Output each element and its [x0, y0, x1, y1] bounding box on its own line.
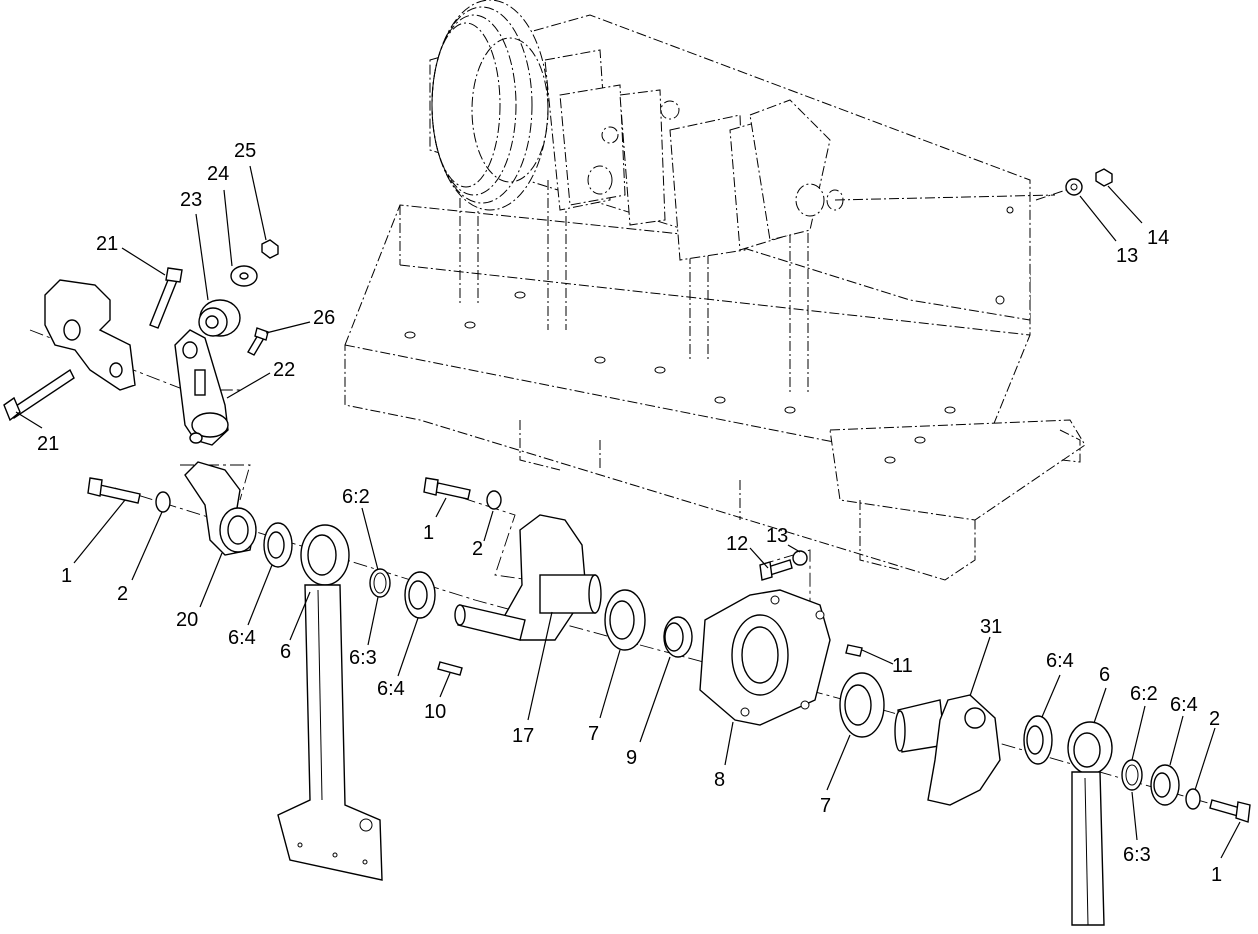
bolt-21-lower [3, 368, 75, 422]
snap-ring-left [369, 568, 391, 598]
callout-6-right: 6 [1099, 664, 1110, 686]
callout-26: 26 [313, 307, 335, 329]
washer-13-top [1065, 178, 1083, 196]
callout-22: 22 [273, 359, 295, 381]
callout-2-right: 2 [1209, 708, 1220, 730]
callout-6-4-far: 6:4 [1170, 694, 1198, 716]
callout-2-mid: 2 [472, 538, 483, 560]
washer-2-right [1185, 788, 1201, 810]
nut-25 [261, 239, 279, 259]
callout-8: 8 [714, 769, 725, 791]
callout-31: 31 [980, 616, 1002, 638]
callout-24: 24 [207, 163, 229, 185]
callout-10: 10 [424, 701, 446, 723]
housing-8 [699, 589, 831, 726]
callout-20: 20 [176, 609, 198, 631]
bearing-6-4-mid [404, 571, 436, 619]
idler-assembly [3, 239, 279, 446]
callout-25: 25 [234, 140, 256, 162]
washer-13-mid [792, 550, 808, 566]
connecting-rod-6-right [1067, 721, 1113, 926]
top-right-hardware [1065, 168, 1113, 196]
bolt-1-left [87, 477, 141, 504]
crank-31 [894, 694, 1001, 806]
callout-12: 12 [726, 533, 748, 555]
bolt-26 [247, 327, 269, 356]
leader-lines [15, 165, 1241, 859]
callout-6-4-mid: 6:4 [377, 678, 405, 700]
bolt-1-mid [423, 477, 471, 500]
bearing-housing-20 [184, 461, 257, 556]
nut-14 [1095, 168, 1113, 187]
washer-2-mid [486, 490, 502, 510]
left-rod-group [87, 461, 436, 881]
callout-17: 17 [512, 725, 534, 747]
callout-1-left: 1 [61, 565, 72, 587]
callout-21-top: 21 [96, 233, 118, 255]
housing-group [699, 550, 885, 738]
callout-6-4-left: 6:4 [228, 627, 256, 649]
callout-13-mid: 13 [766, 525, 788, 547]
bolt-21-upper [149, 267, 183, 329]
callout-9: 9 [626, 747, 637, 769]
bearing-7-left [604, 589, 646, 651]
connecting-rod-6-left [277, 524, 383, 881]
crankshaft-phantom [544, 49, 1056, 261]
callout-7-left: 7 [588, 723, 599, 745]
pin-11 [845, 644, 863, 657]
right-group [894, 694, 1251, 926]
callout-labels: 1 2 20 6:4 6 6:2 6:3 6:4 1 2 10 17 7 9 8… [37, 140, 1222, 886]
spacer-9 [663, 616, 693, 658]
snap-ring-right [1121, 759, 1143, 791]
bearing-6-4-right [1023, 715, 1053, 765]
bearing-6-4-left [263, 522, 293, 568]
callout-6-2-left: 6:2 [342, 486, 370, 508]
callout-6-3-right: 6:3 [1123, 844, 1151, 866]
callout-2-left: 2 [117, 583, 128, 605]
pin-10 [437, 661, 463, 676]
roller-23 [198, 299, 241, 337]
bearing-6-4-far [1150, 764, 1180, 806]
crank-group [423, 477, 693, 676]
callout-13-top: 13 [1116, 245, 1138, 267]
callout-6-4-right: 6:4 [1046, 650, 1074, 672]
bearing-7-right [839, 672, 885, 738]
callout-7-right: 7 [820, 795, 831, 817]
callout-6-2-right: 6:2 [1130, 683, 1158, 705]
bolt-1-right [1209, 799, 1251, 823]
callout-23: 23 [180, 189, 202, 211]
callout-21-bottom: 21 [37, 433, 59, 455]
callout-14: 14 [1147, 227, 1169, 249]
crank-arm-17 [454, 514, 602, 641]
frame-assembly-phantom [344, 0, 1086, 581]
frame-holes [404, 206, 1014, 464]
idler-arm-22 [174, 329, 229, 446]
callout-11: 11 [892, 655, 913, 677]
callout-6-left: 6 [280, 641, 291, 663]
callout-6-3-left: 6:3 [349, 647, 377, 669]
callout-1-right: 1 [1211, 864, 1222, 886]
callout-1-mid: 1 [423, 522, 434, 544]
pulley-phantom [431, 0, 549, 211]
washer-2-left [155, 491, 171, 513]
bolt-12 [759, 559, 793, 581]
